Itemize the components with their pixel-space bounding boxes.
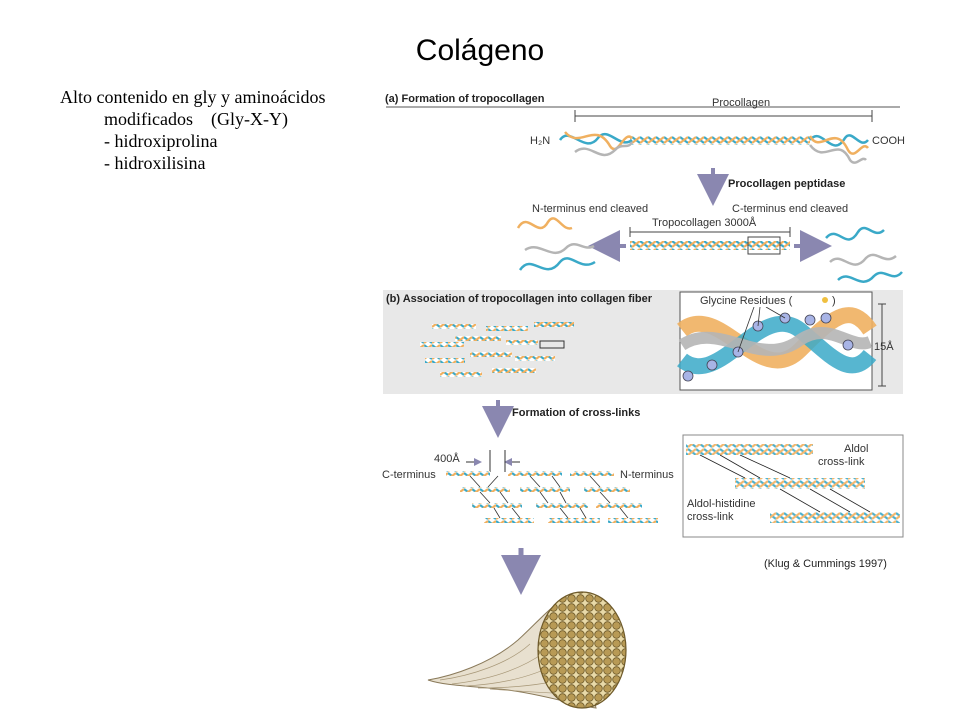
bullet-line-1: Alto contenido en gly y aminoácidos bbox=[60, 87, 326, 107]
bullet-line-4: - hidroxilisina bbox=[104, 153, 206, 173]
triple-helix-zoom: Glycine Residues ( ) bbox=[677, 291, 877, 391]
cleaved-n-fragments bbox=[516, 217, 596, 271]
aldol-histidine-label-2: cross-link bbox=[687, 511, 734, 523]
peptidase-label: Procollagen peptidase bbox=[728, 178, 845, 190]
bullet-list: Alto contenido en gly y aminoácidos modi… bbox=[60, 86, 325, 174]
h2n-label: H₂N bbox=[530, 135, 550, 147]
c-cleaved-label: C-terminus end cleaved bbox=[732, 203, 848, 215]
panel-a-title: (a) Formation of tropocollagen bbox=[385, 93, 545, 105]
bullet-line-2: modificados (Gly-X-Y) bbox=[104, 109, 288, 129]
bullet-line-3: - hidroxiprolina bbox=[104, 131, 218, 151]
crosslinks-label: Formation of cross-links bbox=[512, 407, 640, 419]
glycine-label-end: ) bbox=[832, 295, 836, 307]
n-terminus-label: N-terminus bbox=[620, 469, 674, 481]
tropocollagen-molecule bbox=[630, 236, 790, 255]
aldol-label-1: Aldol bbox=[844, 443, 868, 455]
four-hundred-angstrom-label: 400Å bbox=[434, 452, 460, 465]
citation: (Klug & Cummings 1997) bbox=[764, 558, 887, 570]
collagen-fiber-bundle bbox=[427, 591, 627, 709]
glycine-label: Glycine Residues ( bbox=[700, 295, 793, 307]
crosslink-zoom: Aldol cross-link Aldol-histidine cross-l… bbox=[682, 434, 904, 538]
tropocollagen-array bbox=[420, 322, 574, 377]
cooh-label: COOH bbox=[872, 135, 905, 147]
aldol-label-2: cross-link bbox=[818, 456, 865, 468]
procollagen-molecule bbox=[558, 131, 869, 164]
n-cleaved-label: N-terminus end cleaved bbox=[532, 203, 648, 215]
c-terminus-label: C-terminus bbox=[382, 469, 436, 481]
procollagen-label: Procollagen bbox=[712, 97, 770, 109]
fifteen-angstrom-label: 15Å bbox=[874, 340, 894, 353]
aldol-histidine-label-1: Aldol-histidine bbox=[687, 498, 755, 510]
crosslinked-fibril: 400Å C-terminus N-terminus bbox=[382, 450, 674, 523]
tropocollagen-label: Tropocollagen 3000Å bbox=[652, 216, 757, 229]
cleaved-c-fragments bbox=[825, 226, 903, 283]
slide-title: Colágeno bbox=[415, 34, 545, 67]
panel-b-title: (b) Association of tropocollagen into co… bbox=[386, 293, 653, 305]
procollagen-dimension: Procollagen bbox=[574, 97, 873, 122]
